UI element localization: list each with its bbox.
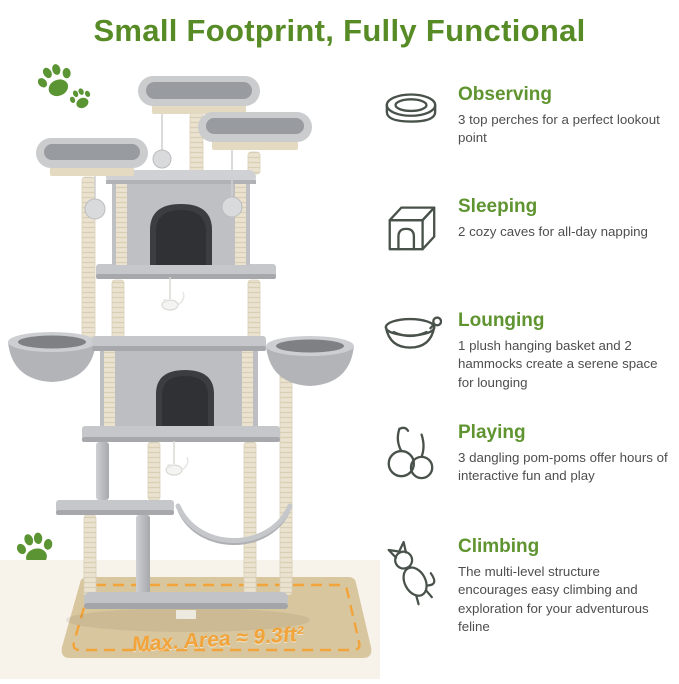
platform-upper — [96, 264, 276, 279]
cat-cave-lower — [100, 351, 258, 426]
feature-playing: Playing 3 dangling pom-poms offer hours … — [382, 422, 678, 487]
hammock — [175, 503, 293, 545]
feature-description: 3 dangling pom-poms offer hours of inter… — [458, 450, 668, 484]
feature-description: The multi-level structure encourages eas… — [458, 564, 649, 635]
pom-pom — [221, 150, 243, 218]
pom-pom — [84, 176, 106, 220]
feature-title: Observing — [458, 84, 552, 105]
platforms — [56, 336, 288, 619]
paw-prints-top — [38, 64, 91, 109]
feature-title: Sleeping — [458, 196, 538, 217]
perch-icon — [382, 84, 446, 137]
brand-tag — [176, 610, 196, 619]
feature-description: 3 top perches for a perfect lookout poin… — [458, 112, 660, 146]
cave-icon — [382, 196, 446, 259]
page-title: Small Footprint, Fully Functional — [93, 13, 586, 48]
feature-title: Lounging — [458, 310, 545, 331]
tree-shadow — [66, 608, 310, 632]
top-perch-right — [198, 112, 312, 150]
feature-observing: Observing 3 top perches for a perfect lo… — [382, 84, 678, 148]
feature-sleeping: Sleeping 2 cozy caves for all-day nappin… — [382, 196, 678, 259]
cat-cave-upper — [106, 170, 256, 265]
hanging-basket — [266, 336, 354, 386]
paw-print-icon — [38, 64, 71, 97]
mouse-toy — [165, 441, 189, 476]
paw-print-icon — [69, 88, 91, 109]
feature-description: 2 cozy caves for all-day napping — [458, 224, 648, 239]
feature-climbing: Climbing The multi-level structure encou… — [382, 536, 678, 636]
pom-pom — [152, 114, 172, 169]
hanging-basket-icon — [382, 310, 446, 363]
climbing-cat-icon — [382, 536, 446, 613]
top-perch-left — [36, 138, 148, 176]
pompom-icon — [382, 422, 446, 487]
hanging-basket — [8, 332, 96, 382]
feature-description: 1 plush hanging basket and 2 hammocks cr… — [458, 338, 658, 390]
feature-title: Playing — [458, 422, 526, 443]
cat-tree-photo — [0, 76, 380, 679]
feature-lounging: Lounging 1 plush hanging basket and 2 ha… — [382, 310, 678, 392]
mouse-toy — [161, 277, 185, 311]
cat-tree-image — [0, 76, 380, 679]
top-perch-center — [138, 76, 260, 114]
feature-title: Climbing — [458, 536, 540, 557]
